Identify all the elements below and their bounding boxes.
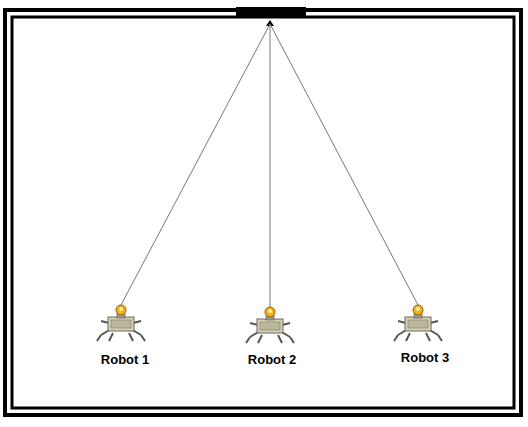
- robot-icon: [97, 305, 145, 341]
- tether-line: [270, 24, 418, 305]
- door-opening: [236, 7, 306, 17]
- robot-label: Robot 3: [375, 350, 475, 365]
- outer-wall: [5, 10, 521, 415]
- robot-icon: [246, 307, 294, 343]
- robot-label: Robot 1: [75, 352, 175, 367]
- robot-icon: [394, 305, 442, 341]
- tether-line: [121, 24, 270, 305]
- robot-label: Robot 2: [222, 352, 322, 367]
- tether-line: [270, 24, 271, 307]
- inner-wall: [12, 17, 514, 408]
